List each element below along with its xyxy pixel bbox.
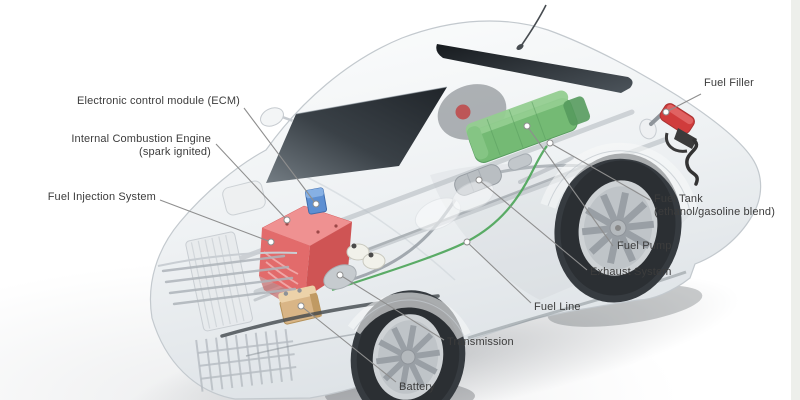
callout-dot-ice: [283, 216, 291, 224]
resonator: [507, 153, 533, 171]
lower-grille-grid: [195, 328, 297, 392]
leader-line-fuel-line: [466, 241, 532, 304]
windshield: [266, 87, 447, 183]
leader-line-ice: [215, 143, 288, 221]
seats: [414, 180, 495, 231]
fuel-line-tube: [331, 145, 548, 292]
front-wheel: [350, 290, 466, 400]
leader-line-fuel-filler: [665, 93, 702, 113]
rear-wheel: [554, 153, 682, 303]
right-edge-strip: [791, 0, 800, 400]
leader-lines: [159, 93, 702, 383]
fuel-hose: [685, 138, 699, 186]
fender-overlays: [347, 142, 698, 340]
side-mirror: [260, 107, 293, 127]
callout-dot-fuel-tank: [546, 139, 554, 147]
callout-dot-ecm: [312, 200, 320, 208]
leader-line-fuel-pump: [526, 125, 614, 247]
fuel-tank: [465, 90, 591, 163]
leader-line-fuel-injection: [159, 199, 272, 243]
roof-glass-panel: [436, 44, 633, 93]
leader-line-battery: [300, 305, 397, 383]
callout-dot-fuel-injection: [267, 238, 275, 246]
leader-line-ecm: [243, 107, 317, 205]
callout-dot-fuel-filler: [662, 108, 670, 116]
leader-line-exhaust-system: [478, 179, 588, 271]
antenna: [516, 4, 547, 51]
valve-cylinders: [346, 243, 386, 270]
callout-dot-fuel-line: [463, 238, 471, 246]
leader-line-fuel-tank: [549, 142, 651, 201]
air-filter-box: [222, 180, 266, 216]
callout-dot-transmission: [336, 271, 344, 279]
callout-dot-exhaust-system: [475, 176, 483, 184]
radiator: [185, 231, 253, 332]
callout-dot-battery: [297, 302, 305, 310]
leader-line-transmission: [339, 274, 445, 341]
driveshaft: [328, 162, 592, 266]
brake-disc: [455, 104, 471, 120]
callout-dot-fuel-pump: [523, 122, 531, 130]
